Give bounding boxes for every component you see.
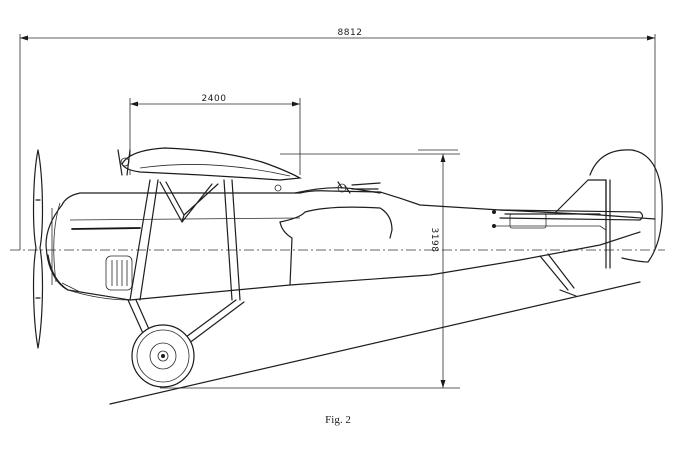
wing-struts (129, 179, 241, 301)
landing-wheel (131, 324, 195, 388)
wing-chord-dimension: 2400 (129, 94, 301, 175)
overall-length-dimension: 8812 (19, 28, 656, 250)
fuselage (45, 181, 656, 301)
wing-chord-label: 2400 (202, 94, 227, 104)
propeller (32, 149, 44, 349)
tail-unit (492, 149, 663, 297)
figure-caption: Fig. 2 (325, 414, 351, 426)
height-label: 3198 (429, 228, 439, 253)
overall-length-label: 8812 (338, 28, 363, 38)
height-dimension: 3198 (160, 153, 460, 389)
upper-wing (117, 147, 303, 192)
ground-line (109, 281, 641, 405)
